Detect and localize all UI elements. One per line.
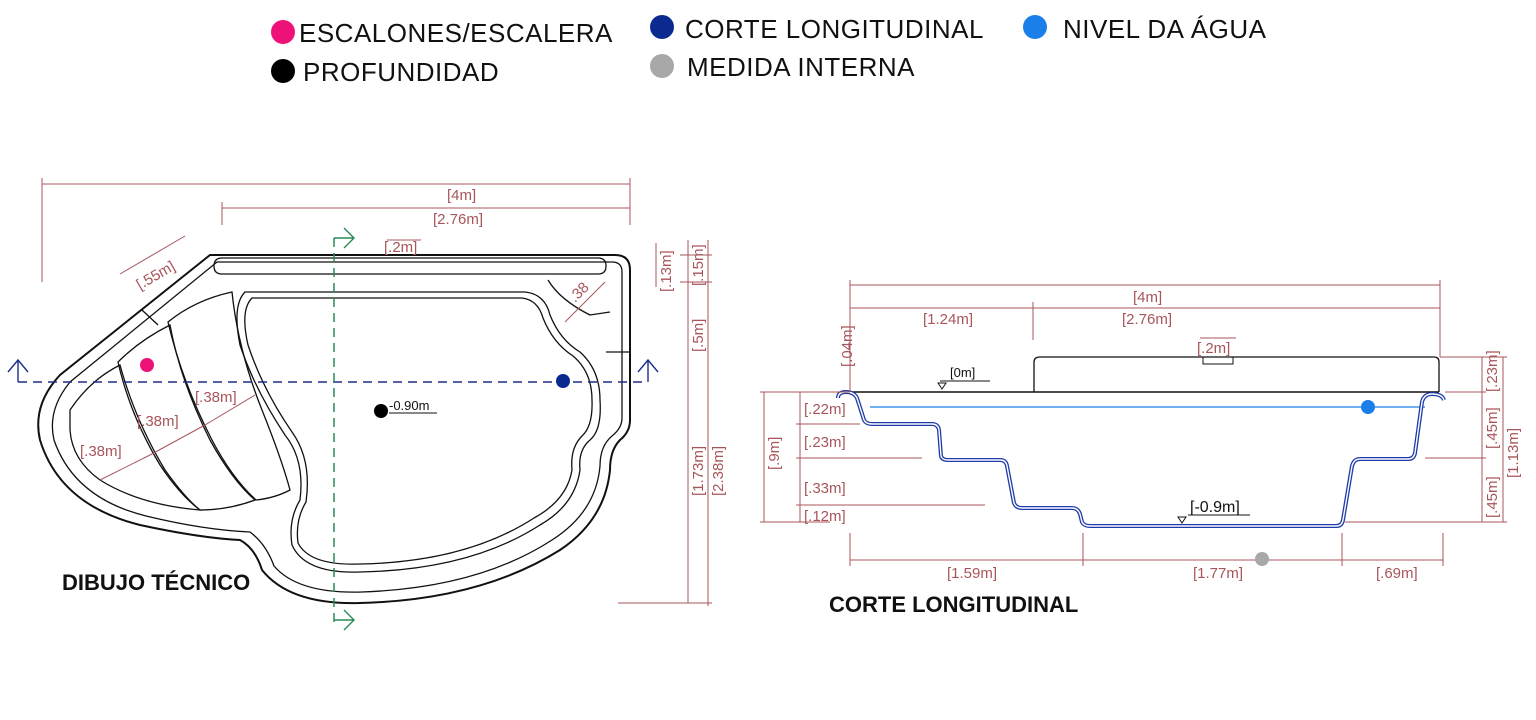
plan-dim-corner: .38 bbox=[566, 279, 593, 306]
legend-dot-section bbox=[650, 15, 674, 39]
legend-item-depth: PROFUNDIDAD bbox=[271, 57, 499, 87]
plan-steps-marker bbox=[140, 358, 154, 372]
section-dim-step-2: [.23m] bbox=[804, 434, 846, 451]
section-bottom-level: [-0.9m] bbox=[1190, 499, 1240, 516]
section-arrow-left-icon bbox=[7, 358, 29, 382]
section-dim-step-1: [.22m] bbox=[804, 401, 846, 418]
plan-view: -0.90m [4m] [2.76m] [.2m] [.55m] .38 [.1… bbox=[7, 178, 727, 631]
plan-dim-total-width: [2.38m] bbox=[710, 446, 727, 496]
plan-dim-total-length: [4m] bbox=[447, 187, 476, 204]
plan-step-3 bbox=[167, 291, 291, 501]
plan-dimensions: [4m] [2.76m] [.2m] [.55m] .38 [.13m] [.1… bbox=[41, 178, 727, 606]
plan-step-1 bbox=[69, 364, 203, 511]
dim-line-step-3 bbox=[204, 394, 256, 426]
section-arrow-right-icon bbox=[637, 358, 659, 382]
plan-basin bbox=[236, 291, 601, 573]
legend-item-section: CORTE LONGITUDINAL bbox=[650, 14, 984, 44]
plan-basin-inner bbox=[244, 297, 593, 565]
plan-depth-marker bbox=[374, 404, 388, 418]
section-dim-right-total: [1.13m] bbox=[1505, 428, 1522, 478]
legend-label-section: CORTE LONGITUDINAL bbox=[685, 14, 984, 44]
legend-label-water: NIVEL DA ÁGUA bbox=[1063, 14, 1267, 44]
dim-line-step-1 bbox=[99, 454, 151, 481]
legend-item-water: NIVEL DA ÁGUA bbox=[1023, 14, 1267, 44]
section-dim-step-3: [.33m] bbox=[804, 480, 846, 497]
legend-label-internal: MEDIDA INTERNA bbox=[687, 52, 915, 82]
section-title: CORTE LONGITUDINAL bbox=[829, 592, 1078, 617]
section-deck bbox=[1033, 356, 1440, 392]
section-internal-marker bbox=[1255, 552, 1269, 566]
section-dim-rim-height: [.04m] bbox=[839, 325, 856, 367]
plan-depth-label: -0.90m bbox=[389, 398, 429, 413]
section-profile-inner bbox=[837, 391, 1445, 527]
plan-dim-step-3: [.38m] bbox=[195, 389, 237, 406]
legend-label-depth: PROFUNDIDAD bbox=[303, 57, 499, 87]
plan-dim-rim-b: [.15m] bbox=[690, 244, 707, 286]
plan-dim-diagonal: [.55m] bbox=[134, 258, 179, 294]
plan-bench bbox=[213, 257, 607, 275]
dim-line-diagonal bbox=[119, 235, 186, 275]
plan-section-marker bbox=[556, 374, 570, 388]
section-dim-total: [4m] bbox=[1133, 289, 1162, 306]
plan-dim-rim-a: [.13m] bbox=[658, 250, 675, 292]
section-dim-right-top: [.23m] bbox=[1484, 350, 1501, 392]
plan-dim-step-2: [.38m] bbox=[137, 413, 179, 430]
section-dim-bottom-mid: [1.77m] bbox=[1193, 565, 1243, 582]
section-bench-block bbox=[1202, 356, 1234, 365]
section-dimensions: [4m] [1.24m] [2.76m] [.2m] [.04m] [.9m] … bbox=[760, 280, 1522, 582]
plan-diagonal-tick bbox=[141, 309, 159, 326]
section-profile-outer bbox=[836, 389, 1446, 528]
legend-dot-depth bbox=[271, 59, 295, 83]
legend-item-steps: ESCALONES/ESCALERA bbox=[271, 18, 613, 48]
section-dim-depth: [.9m] bbox=[766, 437, 783, 470]
section-dim-bottom-right: [.69m] bbox=[1376, 565, 1418, 582]
legend-item-internal: MEDIDA INTERNA bbox=[650, 52, 915, 82]
section-zero-level: [0m] bbox=[950, 365, 975, 380]
legend-dot-steps bbox=[271, 20, 295, 44]
legend: ESCALONES/ESCALERA PROFUNDIDAD CORTE LON… bbox=[271, 14, 1267, 87]
plan-step-2 bbox=[117, 324, 257, 511]
plan-corner-detail bbox=[547, 279, 611, 316]
legend-dot-water bbox=[1023, 15, 1047, 39]
section-view: [0m] [-0.9m] [4m] [1.24m] [2.76m] [.2m] … bbox=[760, 280, 1522, 617]
dim-line-corner bbox=[564, 281, 606, 323]
legend-label-steps: ESCALONES/ESCALERA bbox=[299, 18, 613, 48]
plan-dim-inner-length: [2.76m] bbox=[433, 211, 483, 228]
plan-outer-rim bbox=[37, 254, 631, 605]
plan-dim-bench: [.2m] bbox=[384, 239, 417, 256]
section-dim-right-bottom: [.45m] bbox=[1484, 476, 1501, 518]
plan-dim-step-1: [.38m] bbox=[80, 443, 122, 460]
cross-arrow-bottom-icon bbox=[334, 609, 355, 631]
plan-dim-side-b: [1.73m] bbox=[690, 446, 707, 496]
section-water-marker bbox=[1361, 400, 1375, 414]
dim-line-step-2 bbox=[149, 424, 206, 456]
section-dim-bench: [.2m] bbox=[1197, 340, 1230, 357]
section-dim-bottom-left: [1.59m] bbox=[947, 565, 997, 582]
plan-title: DIBUJO TÉCNICO bbox=[62, 570, 250, 595]
cross-arrow-top-icon bbox=[334, 227, 355, 249]
section-dim-left-part: [1.24m] bbox=[923, 311, 973, 328]
zero-level-icon bbox=[937, 382, 947, 390]
section-dim-step-4: [.12m] bbox=[804, 508, 846, 525]
legend-dot-internal bbox=[650, 54, 674, 78]
bottom-level-icon bbox=[1177, 516, 1187, 524]
section-dim-right-part: [2.76m] bbox=[1122, 311, 1172, 328]
plan-dim-side-a: [.5m] bbox=[690, 319, 707, 352]
plan-inner-rim bbox=[51, 261, 623, 593]
section-dim-right-mid: [.45m] bbox=[1484, 407, 1501, 449]
